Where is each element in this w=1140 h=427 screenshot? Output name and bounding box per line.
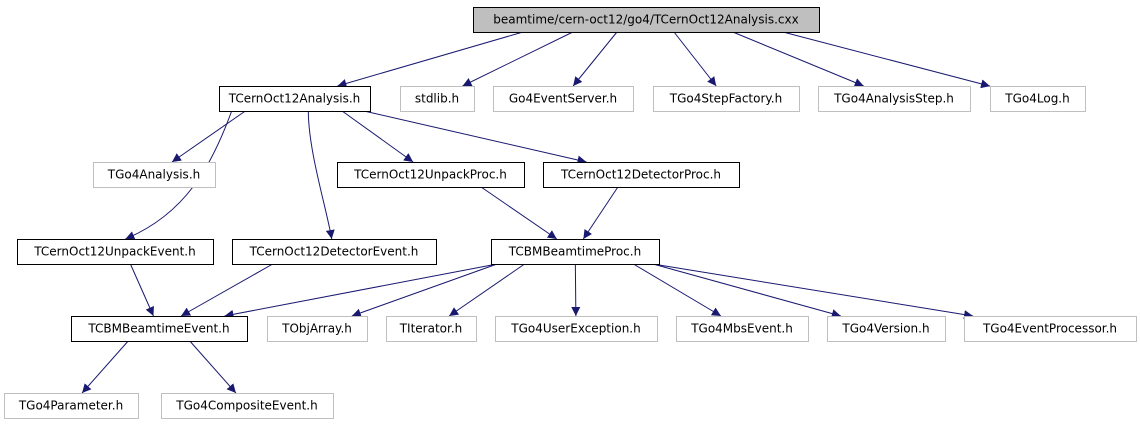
node-box[interactable] [676, 316, 809, 342]
edge-root-to-stdlib_h [462, 31, 574, 87]
node-label: TCernOct12UnpackProc.h [353, 168, 507, 182]
node-tgo4version_h[interactable]: TGo4Version.h [827, 316, 946, 342]
node-label: TIterator.h [399, 322, 463, 336]
edge-root-to-analysis_h [337, 31, 524, 88]
node-box[interactable] [400, 86, 475, 112]
node-tgo4stepfactory_h[interactable]: TGo4StepFactory.h [653, 86, 800, 112]
node-label: TGo4Analysis.h [107, 168, 200, 182]
node-box[interactable] [386, 316, 477, 342]
edge-analysis_h-to-unpackproc_h [341, 110, 414, 163]
node-box[interactable] [473, 7, 820, 33]
node-label: TCernOct12UnpackEvent.h [33, 245, 195, 259]
node-label: TGo4CompositeEvent.h [175, 399, 317, 413]
node-box[interactable] [232, 239, 437, 265]
node-titerator_h[interactable]: TIterator.h [386, 316, 477, 342]
edge-beamtimeproc_h-to-tgo4version_h [652, 263, 841, 318]
node-label: TGo4MbsEvent.h [690, 322, 793, 336]
node-label: TGo4Version.h [841, 322, 929, 336]
node-tgo4userexception_h[interactable]: TGo4UserException.h [495, 316, 658, 342]
edge-analysis_h-to-detectorevent_h [307, 110, 335, 240]
edge-beamtimeproc_h-to-tgo4eventprocessor_h [652, 263, 974, 319]
node-box[interactable] [964, 316, 1137, 342]
node-go4eventserver_h[interactable]: Go4EventServer.h [493, 86, 634, 112]
edge-root-to-go4eventserver_h [572, 31, 618, 87]
node-label: TGo4EventProcessor.h [982, 322, 1117, 336]
node-label: TCBMBeamtimeProc.h [508, 245, 641, 259]
edge-beamtimeproc_h-to-beamtimeevent_h [224, 263, 498, 319]
node-label: TGo4UserException.h [510, 322, 640, 336]
node-box[interactable] [491, 239, 660, 265]
edge-unpackevent_h-to-beamtimeevent_h [129, 263, 154, 317]
node-unpackproc_h[interactable]: TCernOct12UnpackProc.h [337, 162, 525, 188]
node-beamtimeproc_h[interactable]: TCBMBeamtimeProc.h [491, 239, 660, 265]
edge-beamtimeevent_h-to-tgo4compositeevent_h [189, 340, 237, 394]
node-box[interactable] [818, 86, 971, 112]
node-box[interactable] [543, 162, 740, 188]
node-unpackevent_h[interactable]: TCernOct12UnpackEvent.h [17, 239, 214, 265]
node-box[interactable] [71, 316, 248, 342]
edge-detectorproc_h-to-beamtimeproc_h [582, 186, 619, 240]
node-box[interactable] [161, 393, 334, 419]
node-analysis_h[interactable]: TCernOct12Analysis.h [219, 86, 371, 112]
node-detectorproc_h[interactable]: TCernOct12DetectorProc.h [543, 162, 740, 188]
edge-beamtimeproc_h-to-tgo4mbsevent_h [633, 263, 722, 317]
node-box[interactable] [990, 86, 1086, 112]
node-box[interactable] [4, 393, 139, 419]
node-box[interactable] [493, 86, 634, 112]
node-box[interactable] [495, 316, 658, 342]
node-box[interactable] [219, 86, 371, 112]
node-tgo4analysisstep_h[interactable]: TGo4AnalysisStep.h [818, 86, 971, 112]
edge-analysis_h-to-detectorproc_h [363, 110, 587, 165]
edge-root-to-tgo4log_h [782, 31, 991, 89]
node-box[interactable] [93, 162, 216, 188]
edge-beamtimeproc_h-to-tgo4userexception_h [571, 263, 581, 317]
node-label: TCBMBeamtimeEvent.h [87, 322, 229, 336]
node-box[interactable] [17, 239, 214, 265]
node-box[interactable] [337, 162, 525, 188]
node-label: TCernOct12Analysis.h [228, 92, 361, 106]
node-detectorevent_h[interactable]: TCernOct12DetectorEvent.h [232, 239, 437, 265]
node-label: TGo4Log.h [1004, 92, 1069, 106]
node-tgo4log_h[interactable]: TGo4Log.h [990, 86, 1086, 112]
edge-unpackproc_h-to-beamtimeproc_h [480, 186, 558, 240]
node-box[interactable] [653, 86, 800, 112]
node-tgo4compositeevent_h[interactable]: TGo4CompositeEvent.h [161, 393, 334, 419]
node-root[interactable]: beamtime/cern-oct12/go4/TCernOct12Analys… [473, 7, 820, 33]
node-tgo4analysis_h[interactable]: TGo4Analysis.h [93, 162, 216, 188]
node-beamtimeevent_h[interactable]: TCBMBeamtimeEvent.h [71, 316, 248, 342]
edge-root-to-tgo4analysisstep_h [732, 31, 864, 87]
node-label: TCernOct12DetectorEvent.h [249, 245, 419, 259]
edges-layer [81, 31, 991, 394]
node-label: Go4EventServer.h [509, 92, 617, 106]
node-tobjarray_h[interactable]: TObjArray.h [267, 316, 368, 342]
edge-beamtimeproc_h-to-titerator_h [448, 263, 525, 317]
node-label: TGo4AnalysisStep.h [833, 92, 954, 106]
node-label: TGo4StepFactory.h [669, 92, 782, 106]
node-box[interactable] [827, 316, 946, 342]
edge-beamtimeproc_h-to-tobjarray_h [351, 263, 498, 318]
node-label: beamtime/cern-oct12/go4/TCernOct12Analys… [493, 13, 798, 27]
node-label: TObjArray.h [281, 322, 352, 336]
edge-analysis_h-to-tgo4analysis_h [171, 110, 246, 163]
edge-beamtimeevent_h-to-tgo4parameter_h [81, 340, 129, 394]
node-label: TCernOct12DetectorProc.h [560, 168, 721, 182]
node-stdlib_h[interactable]: stdlib.h [400, 86, 475, 112]
node-tgo4eventprocessor_h[interactable]: TGo4EventProcessor.h [964, 316, 1137, 342]
node-label: TGo4Parameter.h [18, 399, 123, 413]
nodes-layer: beamtime/cern-oct12/go4/TCernOct12Analys… [4, 7, 1137, 419]
node-tgo4parameter_h[interactable]: TGo4Parameter.h [4, 393, 139, 419]
node-label: stdlib.h [415, 92, 459, 106]
edge-root-to-tgo4stepfactory_h [673, 31, 717, 87]
node-box[interactable] [267, 316, 368, 342]
edge-detectorevent_h-to-beamtimeevent_h [180, 263, 273, 317]
node-tgo4mbsevent_h[interactable]: TGo4MbsEvent.h [676, 316, 809, 342]
